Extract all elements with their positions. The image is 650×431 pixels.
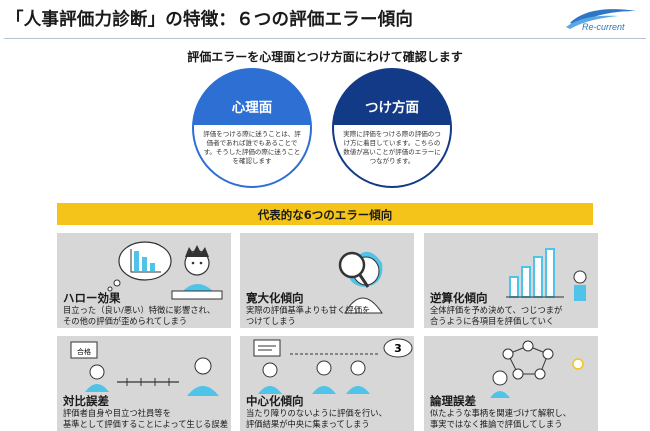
section-subtitle: 評価エラーを心理面とつけ方面にわけて確認します xyxy=(187,50,463,64)
error-card-title: 寛大化傾向 xyxy=(246,291,304,305)
halo-illustration-icon xyxy=(107,241,223,300)
aspect-description: 実際に評価をつける際の評価のつけ方に着目しています。こちらの数値が高いことが評価… xyxy=(343,130,441,165)
error-card-desc-line: 目立った（良い/悪い）特徴に影響され、 xyxy=(63,305,216,315)
error-card-desc-line: 当たり障りのないように評価を行い、 xyxy=(246,408,387,418)
page-title: 「人事評価力診断」の特徴：６つの評価エラー傾向 xyxy=(6,10,414,30)
error-card-reverse: 逆算化傾向 全体評価を予め決めて、つじつまが 合うように各項目を評価していく xyxy=(424,233,598,328)
error-card-title: 対比誤差 xyxy=(63,394,109,408)
banner-text: 代表的な6つのエラー傾向 xyxy=(257,208,393,222)
error-card-title: 中心化傾向 xyxy=(246,394,304,408)
company-logo: Re-current xyxy=(562,5,642,35)
card-mark-text: 合格 xyxy=(77,347,91,356)
title-divider xyxy=(4,38,646,39)
error-card-halo: ハロー効果 目立った（良い/悪い）特徴に影響され、 その他の評価が歪められてしま… xyxy=(57,233,231,328)
error-card-desc-line: 事実ではなく推論で評価してしまう xyxy=(430,419,563,429)
comparison-illustration-icon: 合格 xyxy=(70,341,219,396)
error-card-title: 逆算化傾向 xyxy=(430,291,488,305)
error-card-desc-line: 全体評価を予め決めて、つじつまが xyxy=(430,305,563,315)
logo-swoosh-icon xyxy=(566,9,636,29)
error-card-central: 3 中心化傾向 当たり障りのないように評価を行い、 評価結果が中央に集まってしま… xyxy=(240,336,414,431)
error-card-title: ハロー効果 xyxy=(63,291,121,305)
error-card-leniency: 寛大化傾向 実際の評価基準よりも甘く評価を つけてしまう xyxy=(240,233,414,328)
error-card-desc-line: 評価者自身や目立つ社員等を xyxy=(63,408,171,418)
error-card-title: 論理誤差 xyxy=(430,394,476,408)
error-card-contrast: 合格 対比誤差 評価者自身や目立つ社員等を 基準として評価することによって生じる… xyxy=(57,336,231,431)
aspect-label: 心理面 xyxy=(231,100,273,116)
aspect-description: 評価をつける際に迷うことは、評価者であれば誰でもあることです。そうした評価の際に… xyxy=(203,130,301,165)
error-card-desc-line: その他の評価が歪められてしまう xyxy=(63,316,188,326)
aspect-circle-method: つけ方面 実際に評価をつける際の評価のつけ方に着目しています。こちらの数値が高い… xyxy=(332,68,452,188)
network-illustration-icon xyxy=(490,340,584,398)
central-illustration-icon: 3 xyxy=(253,338,413,394)
magnifier-illustration-icon xyxy=(338,251,383,314)
error-card-desc-line: 基準として評価することによって生じる誤差 xyxy=(63,419,229,429)
badge-number: 3 xyxy=(394,342,402,355)
error-card-logical: 論理誤差 似たような事柄を関連づけて解釈し、 事実ではなく推論で評価してしまう xyxy=(424,336,598,431)
error-card-desc-line: 評価結果が中央に集まってしまう xyxy=(246,419,370,429)
error-card-desc-line: つけてしまう xyxy=(246,316,296,326)
error-card-desc-line: 実際の評価基準よりも甘く評価を xyxy=(246,305,371,315)
errors-banner: 代表的な6つのエラー傾向 xyxy=(57,203,593,225)
error-card-desc-line: 合うように各項目を評価していく xyxy=(430,316,555,326)
aspect-circle-psychology: 心理面 評価をつける際に迷うことは、評価者であれば誰でもあることです。そうした評… xyxy=(192,68,312,188)
aspect-circle-body xyxy=(194,125,310,186)
error-card-desc-line: 似たような事柄を関連づけて解釈し、 xyxy=(430,408,572,418)
bar-chart-illustration-icon xyxy=(506,248,587,301)
aspect-circle-body xyxy=(334,125,450,186)
aspect-label: つけ方面 xyxy=(365,100,419,116)
title-bar: 「人事評価力診断」の特徴：６つの評価エラー傾向 Re-current xyxy=(0,0,650,40)
logo-text: Re-current xyxy=(582,22,625,32)
